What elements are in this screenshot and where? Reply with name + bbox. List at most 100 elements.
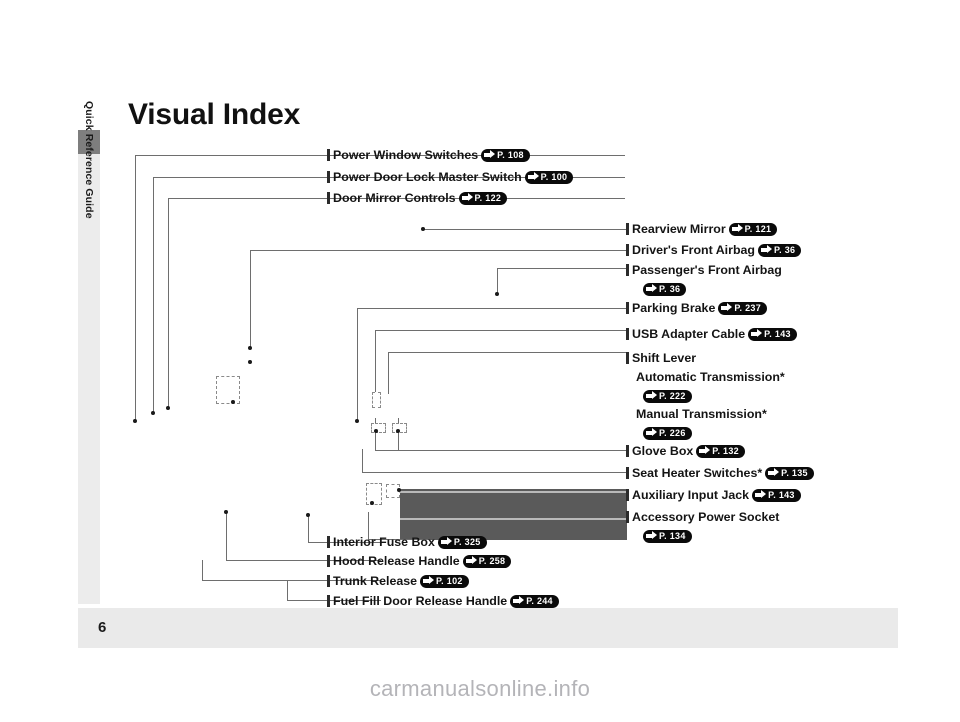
callout-tick-icon [626, 328, 629, 340]
manual-page: Quick Reference Guide Visual Index [78, 0, 898, 648]
leader-dot [248, 360, 252, 364]
callout-label: Door Mirror Controls [333, 191, 456, 205]
arrow-right-icon [768, 468, 780, 477]
page-ref-text: P. 108 [497, 150, 524, 160]
arrow-right-icon [461, 193, 473, 202]
page-ref-text: P. 325 [453, 537, 481, 547]
callout-interior-fuse-box[interactable]: Interior Fuse Box P. 325 [327, 534, 487, 550]
page-ref-badge[interactable]: P. 143 [752, 489, 801, 502]
page-ref-badge[interactable]: P. 222 [643, 390, 692, 403]
callout-label: Interior Fuse Box [333, 535, 435, 549]
leader-line-v [368, 512, 369, 539]
page-ref-badge[interactable]: P. 122 [458, 192, 508, 205]
arrow-right-icon [646, 428, 657, 437]
arrow-right-icon [465, 556, 477, 565]
leader-dot [224, 510, 228, 514]
page-ref-text: P. 134 [659, 531, 686, 541]
leader-line-h [375, 330, 626, 331]
leader-dot [231, 400, 235, 404]
arrow-right-icon [513, 596, 525, 605]
console-art-divider [400, 491, 627, 493]
callout-passengers-front-airbag[interactable]: Passenger's Front Airbag [626, 262, 782, 278]
arrow-right-icon [755, 490, 767, 499]
callout-tick-icon [327, 555, 330, 567]
leader-line-v [398, 418, 399, 450]
leader-dot [151, 411, 155, 415]
page-ref-text: P. 226 [659, 428, 686, 438]
callout-automatic-transmission-ref[interactable]: P. 222 [640, 388, 692, 404]
callout-drivers-front-airbag[interactable]: Driver's Front Airbag P. 36 [626, 242, 802, 258]
leader-dot [421, 227, 425, 231]
arrow-right-icon [646, 391, 657, 400]
leader-line-v [202, 560, 203, 580]
page-ref-badge[interactable]: P. 143 [748, 328, 797, 341]
callout-shift-lever[interactable]: Shift Lever [626, 350, 696, 366]
leader-line-h [202, 580, 381, 581]
callout-tick-icon [626, 244, 629, 256]
leader-dot [306, 513, 310, 517]
page-ref-badge[interactable]: P. 121 [728, 223, 778, 236]
page-ref-badge[interactable]: P. 108 [481, 149, 530, 162]
page-ref-text: P. 244 [526, 596, 553, 606]
callout-tick-icon [327, 171, 330, 183]
page-ref-text: P. 237 [734, 303, 762, 313]
page-ref-badge[interactable]: P. 244 [510, 595, 559, 608]
page-ref-text: P. 36 [773, 245, 796, 255]
page-ref-text: P. 258 [478, 556, 506, 566]
page-ref-text: P. 36 [659, 284, 681, 294]
leader-line-h [287, 600, 381, 601]
callout-tick-icon [626, 223, 629, 235]
callout-accessory-power-socket-ref[interactable]: P. 134 [640, 528, 692, 544]
page-ref-badge[interactable]: P. 258 [462, 555, 512, 568]
page-ref-badge[interactable]: P. 100 [524, 171, 574, 184]
chapter-tab-strip: Quick Reference Guide [78, 101, 100, 604]
arrow-right-icon [440, 537, 452, 546]
callout-tick-icon [626, 302, 629, 314]
callout-manual-transmission-ref[interactable]: P. 226 [640, 425, 692, 441]
page-ref-badge[interactable]: P. 102 [420, 575, 469, 588]
page-ref-badge[interactable]: P. 134 [643, 530, 692, 543]
arrow-right-icon [423, 576, 435, 585]
leader-line-v [250, 250, 251, 348]
leader-dot [166, 406, 170, 410]
leader-line-h [226, 560, 381, 561]
arrow-right-icon [646, 531, 657, 540]
leader-line-v [357, 308, 358, 421]
page-ref-text: P. 102 [436, 576, 463, 586]
page-ref-badge[interactable]: P. 132 [696, 445, 745, 458]
leader-dot [396, 429, 400, 433]
callout-accessory-power-socket[interactable]: Accessory Power Socket [626, 509, 779, 525]
callout-label: Automatic Transmission* [636, 370, 785, 384]
callout-tick-icon [327, 575, 330, 587]
art-placeholder-box [392, 423, 407, 433]
site-watermark: carmanualsonline.info [369, 676, 591, 701]
leader-line-v [375, 418, 376, 450]
page-ref-badge[interactable]: P. 226 [643, 427, 692, 440]
page-ref-badge[interactable]: P. 135 [765, 467, 814, 480]
page-ref-badge[interactable]: P. 36 [643, 283, 687, 296]
callout-seat-heater-switches[interactable]: Seat Heater Switches*P. 135 [626, 465, 814, 481]
page-ref-text: P. 143 [768, 490, 795, 500]
leader-line-h [250, 250, 626, 251]
callout-passengers-front-airbag-ref[interactable]: P. 36 [640, 281, 687, 297]
leader-line-v [308, 515, 309, 542]
leader-line-h [357, 308, 626, 309]
callout-label: Passenger's Front Airbag [632, 263, 782, 277]
callout-tick-icon [327, 149, 330, 161]
page-ref-badge[interactable]: P. 325 [437, 536, 487, 549]
callout-label: Driver's Front Airbag [632, 243, 755, 257]
page-ref-badge[interactable]: P. 237 [718, 302, 768, 315]
page-ref-badge[interactable]: P. 36 [757, 244, 802, 257]
callout-tick-icon [327, 595, 330, 607]
